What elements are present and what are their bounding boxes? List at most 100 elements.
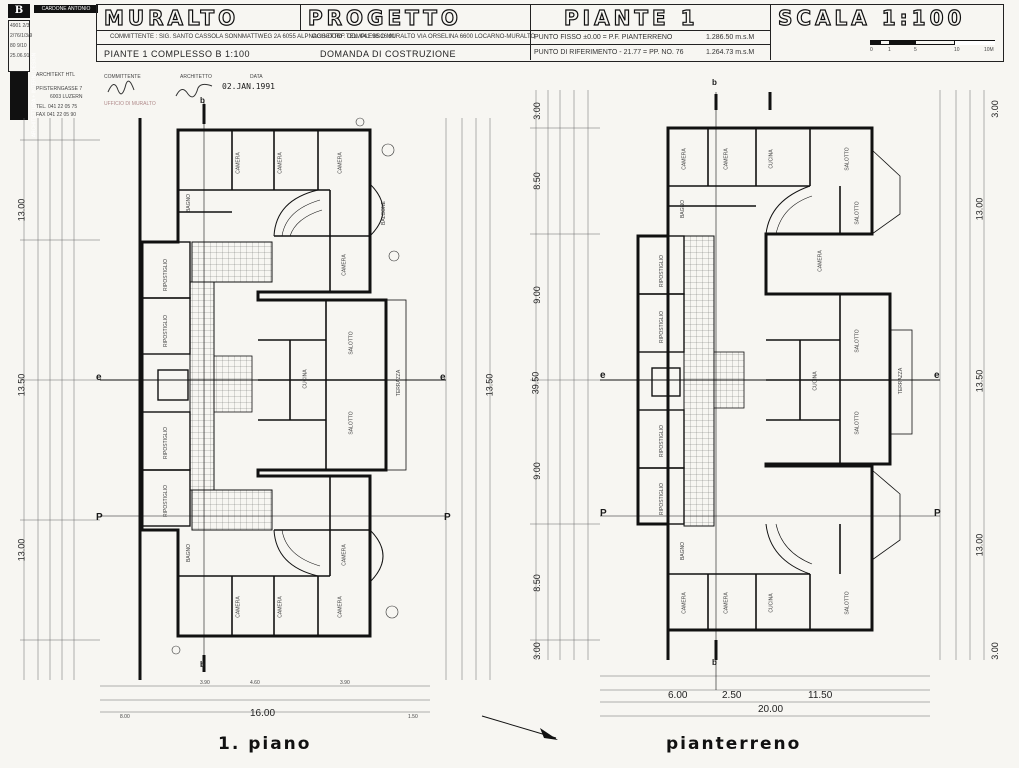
room-label: CAMERA	[681, 592, 688, 614]
architect-line: TEL. 041 22 05 75	[36, 104, 78, 110]
room-label: TERRAZZA	[898, 367, 905, 395]
bottom-dim-right: 11.50	[808, 690, 833, 701]
room-label: CAMERA	[341, 544, 348, 566]
bottom-dim: 8.00	[120, 714, 130, 720]
section-mark: b	[712, 658, 717, 667]
room-label: CAMERA	[681, 148, 688, 170]
overall-width-left: 16.00	[250, 708, 276, 719]
architect-line: ARCHITEKT HTL	[36, 72, 76, 78]
dim-right-plan-left: 9.00	[531, 462, 542, 480]
section-mark: e	[96, 372, 102, 383]
punto-riferimento: PUNTO DI RIFERIMENTO - 21.77 = PP. NO. 7…	[534, 49, 684, 56]
section-mark: P	[96, 512, 103, 523]
punto-fisso: PUNTO FISSO ±0.00 = P.F. PIANTERRENO	[534, 34, 673, 41]
room-label: SALOTTO	[844, 147, 851, 171]
code-3: 80 9/10	[10, 43, 27, 49]
room-label: SALOTTO	[854, 201, 861, 225]
date-stamp: 02.JAN.1991	[222, 82, 275, 91]
room-label: BAGNO	[186, 193, 193, 213]
dim-right-plan-right: 13.00	[974, 533, 985, 557]
divider	[770, 4, 771, 60]
room-label: RIPOSTIGLIO	[658, 425, 665, 457]
badge: B	[8, 4, 30, 18]
dim-right-plan-left: 8.50	[531, 574, 542, 592]
bottom-dim: 4.60	[250, 680, 260, 686]
room-label: SALOTTO	[844, 591, 851, 615]
architetto-label: ARCHITETTO	[180, 74, 212, 80]
architect-line: 6003 LUZERN	[50, 94, 83, 100]
dim-left-1: 13.00	[16, 198, 27, 222]
section-mark: e	[934, 370, 940, 381]
title-muralto: MURALTO	[103, 5, 240, 30]
title-scala: SCALA 1:100	[777, 5, 966, 30]
section-mark: e	[440, 372, 446, 383]
data-label: DATA	[250, 74, 263, 80]
dim-left-3: 13.00	[16, 538, 27, 562]
room-label: CAMERA	[817, 250, 824, 272]
room-label: CAMERA	[337, 596, 344, 618]
caption-left-plan: 1. piano	[218, 734, 312, 754]
left-title-strip: B 4901 2/3 2/76/1/3/9 80 9/10 25.06.91 A…	[8, 4, 37, 137]
vertical-band	[10, 72, 28, 120]
divider	[530, 4, 531, 60]
room-label: SALOTTO	[854, 411, 861, 435]
room-label: CAMERA	[723, 148, 730, 170]
title-block	[96, 4, 1004, 62]
title-divider-2	[96, 44, 770, 45]
bottom-dim: 3.90	[340, 680, 350, 686]
committente-label: COMMITTENTE	[104, 74, 141, 80]
dim-right-plan-left: 8.50	[531, 172, 542, 190]
room-label: CAMERA	[341, 254, 348, 276]
scale-tick: 10M	[984, 47, 994, 53]
section-mark: b	[200, 660, 205, 669]
bottom-dim-right: 2.50	[722, 690, 742, 701]
dim-right-plan-left: 39.50	[530, 371, 541, 395]
dim-right-plan-left: 9.00	[531, 286, 542, 304]
subtitle: PIANTE 1 COMPLESSO B 1:100	[104, 49, 251, 59]
bottom-dim: 3.90	[200, 680, 210, 686]
room-label: CUCINA	[302, 369, 309, 389]
architect-line: FAX 041 22 05 90	[36, 112, 77, 118]
punto-riferimento-value: 1.264.73 m.s.M	[706, 49, 755, 56]
room-label: RIPOSTIGLIO	[162, 485, 169, 517]
room-label: RIPOSTIGLIO	[162, 259, 169, 291]
title-piante: PIANTE 1	[563, 5, 699, 30]
section-mark: b	[200, 96, 205, 105]
left-floor-plan	[20, 100, 491, 713]
code-box: 4901 2/3 2/76/1/3/9 80 9/10 25.06.91	[8, 20, 32, 72]
dim-left-2: 13.50	[16, 373, 27, 397]
scale-tick: 10	[954, 47, 960, 53]
room-label: BAGNO	[680, 199, 687, 219]
room-label: TERRAZZA	[396, 369, 403, 397]
room-label: RIPOSTIGLIO	[658, 255, 665, 287]
right-floor-plan	[530, 90, 985, 717]
title-progetto: PROGETTO	[307, 5, 462, 30]
scale-tick: 5	[914, 47, 917, 53]
section-mark: e	[600, 370, 606, 381]
dim-right-plan-right: 13.00	[974, 197, 985, 221]
room-label: BAGNO	[186, 543, 193, 563]
room-label: RIPOSTIGLIO	[658, 311, 665, 343]
room-label: BAGNO	[680, 541, 687, 561]
room-label: BALCONE	[380, 201, 387, 225]
punto-fisso-value: 1.286.50 m.s.M	[706, 34, 755, 41]
section-mark: P	[934, 508, 941, 519]
domanda: DOMANDA DI COSTRUZIONE	[320, 49, 457, 59]
room-label: CAMERA	[723, 592, 730, 614]
room-label: SALOTTO	[348, 331, 355, 355]
title-divider	[96, 30, 770, 31]
scale-bar: 0 1 5 10 10M	[870, 38, 998, 54]
committente-row: COMMITTENTE : SIG. SANTO CASSOLA SONNMAT…	[110, 34, 396, 40]
architect-line: PFISTERNGASSE 7	[36, 86, 83, 92]
room-label: RIPOSTIGLIO	[658, 483, 665, 515]
room-label: CAMERA	[235, 596, 242, 618]
code-4: 25.06.91	[10, 53, 30, 59]
author-bar: CARDONE ANTONIO	[34, 5, 98, 13]
room-label: RIPOSTIGLIO	[162, 315, 169, 347]
room-label: CAMERA	[277, 152, 284, 174]
section-mark: P	[600, 508, 607, 519]
caption-right-plan: pianterreno	[666, 734, 802, 754]
scale-tick: 1	[888, 47, 891, 53]
room-label: RIPOSTIGLIO	[162, 427, 169, 459]
room-label: CAMERA	[337, 152, 344, 174]
